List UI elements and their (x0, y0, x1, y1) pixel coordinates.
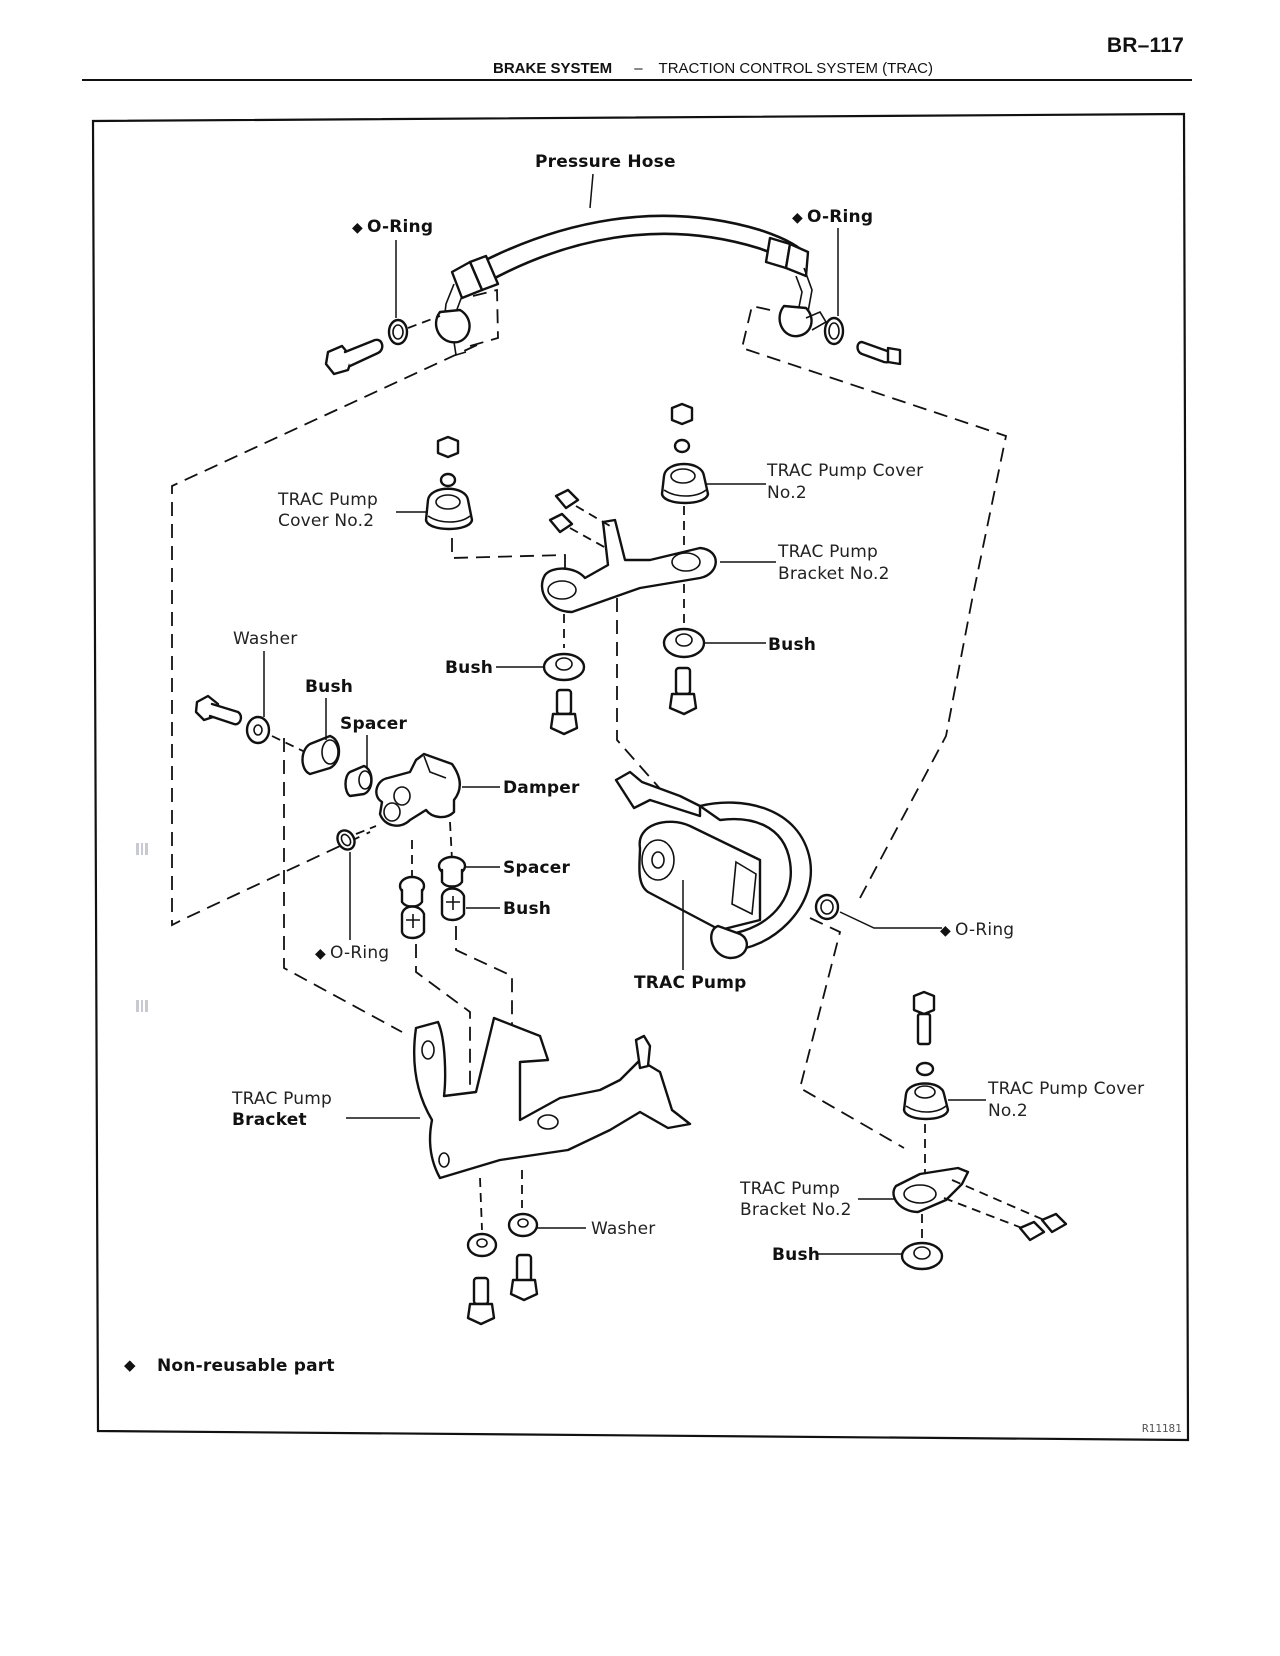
label-bush-lower: Bush (772, 1245, 820, 1265)
label-bracket-no2-lower-2: Bracket No.2 (740, 1200, 852, 1220)
label-spacer-left: Spacer (340, 714, 407, 734)
o-ring-top-right (823, 316, 845, 346)
washer-bottom-right (507, 1212, 539, 1238)
non-reusable-marker-3: ◆ (315, 946, 326, 962)
damper-bolt (194, 694, 243, 726)
trac-pump-cover-no2-left (424, 487, 474, 531)
label-cover-no2-lower-1: TRAC Pump Cover (987, 1079, 1144, 1099)
bush-lower-right (900, 1241, 944, 1271)
spacer-right (437, 855, 467, 888)
label-bracket-1: TRAC Pump (231, 1089, 332, 1109)
bolt-lower-right (912, 990, 936, 1046)
label-bush-upper-left: Bush (445, 658, 493, 678)
trac-pump (614, 770, 813, 960)
trac-pump-bracket (413, 1016, 692, 1180)
union-bolt-top-right (856, 340, 902, 366)
label-bracket-2: Bracket (232, 1110, 307, 1130)
section-name: BRAKE SYSTEM (493, 60, 613, 77)
label-pressure-hose: Pressure Hose (535, 152, 676, 172)
washer-left (245, 715, 271, 745)
non-reusable-marker-4: ◆ (940, 923, 951, 939)
bush-left (301, 734, 341, 776)
label-spacer-right: Spacer (503, 858, 570, 878)
bush-upper-right (662, 627, 706, 659)
trac-pump-bracket-no2-lower (892, 1166, 970, 1214)
bolt-bottom-right (509, 1253, 539, 1302)
figure-frame (91, 112, 1190, 1442)
nut-upper-left (436, 435, 460, 488)
section-separator: – (634, 60, 643, 77)
clip-terminals-lower (1018, 1212, 1068, 1242)
label-bush-left: Bush (305, 677, 353, 697)
label-cover-no2-right-1: TRAC Pump Cover (766, 461, 923, 481)
bush-upper-left (542, 652, 586, 682)
subsection-name: TRACTION CONTROL SYSTEM (TRAC) (658, 60, 933, 77)
trac-pump-bracket-no2-upper (540, 518, 717, 614)
legend-text: Non-reusable part (157, 1356, 335, 1376)
o-ring-top-left (387, 318, 409, 346)
label-cover-no2-right-2: No.2 (767, 483, 807, 503)
washer-lower-right (915, 1061, 935, 1077)
label-washer-left: Washer (233, 629, 297, 649)
nut-upper-right (670, 402, 694, 454)
section-title: BRAKE SYSTEM –TRACTION CONTROL SYSTEM (TR… (493, 60, 933, 77)
label-o-ring-pump: O-Ring (955, 920, 1014, 940)
leader-pressure-hose (589, 173, 594, 209)
label-cover-no2-lower-2: No.2 (988, 1101, 1028, 1121)
trac-pump-cover-no2-lower (902, 1082, 950, 1121)
washer-bottom-left (466, 1232, 498, 1258)
header-rule (82, 79, 1192, 81)
trac-pump-cover-no2-right (660, 462, 710, 505)
label-o-ring-top-right: O-Ring (807, 207, 873, 227)
bolt-upper-right (668, 666, 698, 716)
label-bush-upper-right: Bush (768, 635, 816, 655)
label-bracket-no2-upper-2: Bracket No.2 (778, 564, 890, 584)
legend-marker: ◆ (124, 1356, 136, 1374)
clip-terminals-upper (548, 488, 580, 534)
damper (375, 752, 461, 827)
label-damper: Damper (503, 778, 580, 798)
o-ring-damper (336, 829, 356, 851)
label-washer-bottom: Washer (591, 1219, 655, 1239)
bush-damper (440, 887, 466, 922)
label-o-ring-damper: O-Ring (330, 943, 389, 963)
pressure-hose (434, 214, 828, 357)
label-cover-no2-left-1: TRAC Pump (277, 490, 378, 510)
figure-reference: R11181 (1142, 1422, 1182, 1435)
scan-artifact (136, 843, 148, 1012)
label-cover-no2-left-2: Cover No.2 (278, 511, 374, 531)
label-bush-damper: Bush (503, 899, 551, 919)
label-trac-pump: TRAC Pump (634, 973, 746, 993)
label-o-ring-top-left: O-Ring (367, 217, 433, 237)
union-bolt-top-left (324, 338, 384, 376)
o-ring-pump (814, 893, 840, 921)
bush-lower (400, 905, 426, 940)
bolt-upper-left (549, 688, 579, 736)
label-bracket-no2-lower-1: TRAC Pump (739, 1179, 840, 1199)
non-reusable-marker-1: ◆ (352, 220, 363, 236)
spacer-left (344, 764, 373, 798)
spacer-lower (398, 875, 426, 908)
non-reusable-marker-2: ◆ (792, 210, 803, 226)
bolt-bottom-left (466, 1276, 496, 1326)
page-number: BR–117 (1106, 34, 1184, 57)
label-bracket-no2-upper-1: TRAC Pump (777, 542, 878, 562)
